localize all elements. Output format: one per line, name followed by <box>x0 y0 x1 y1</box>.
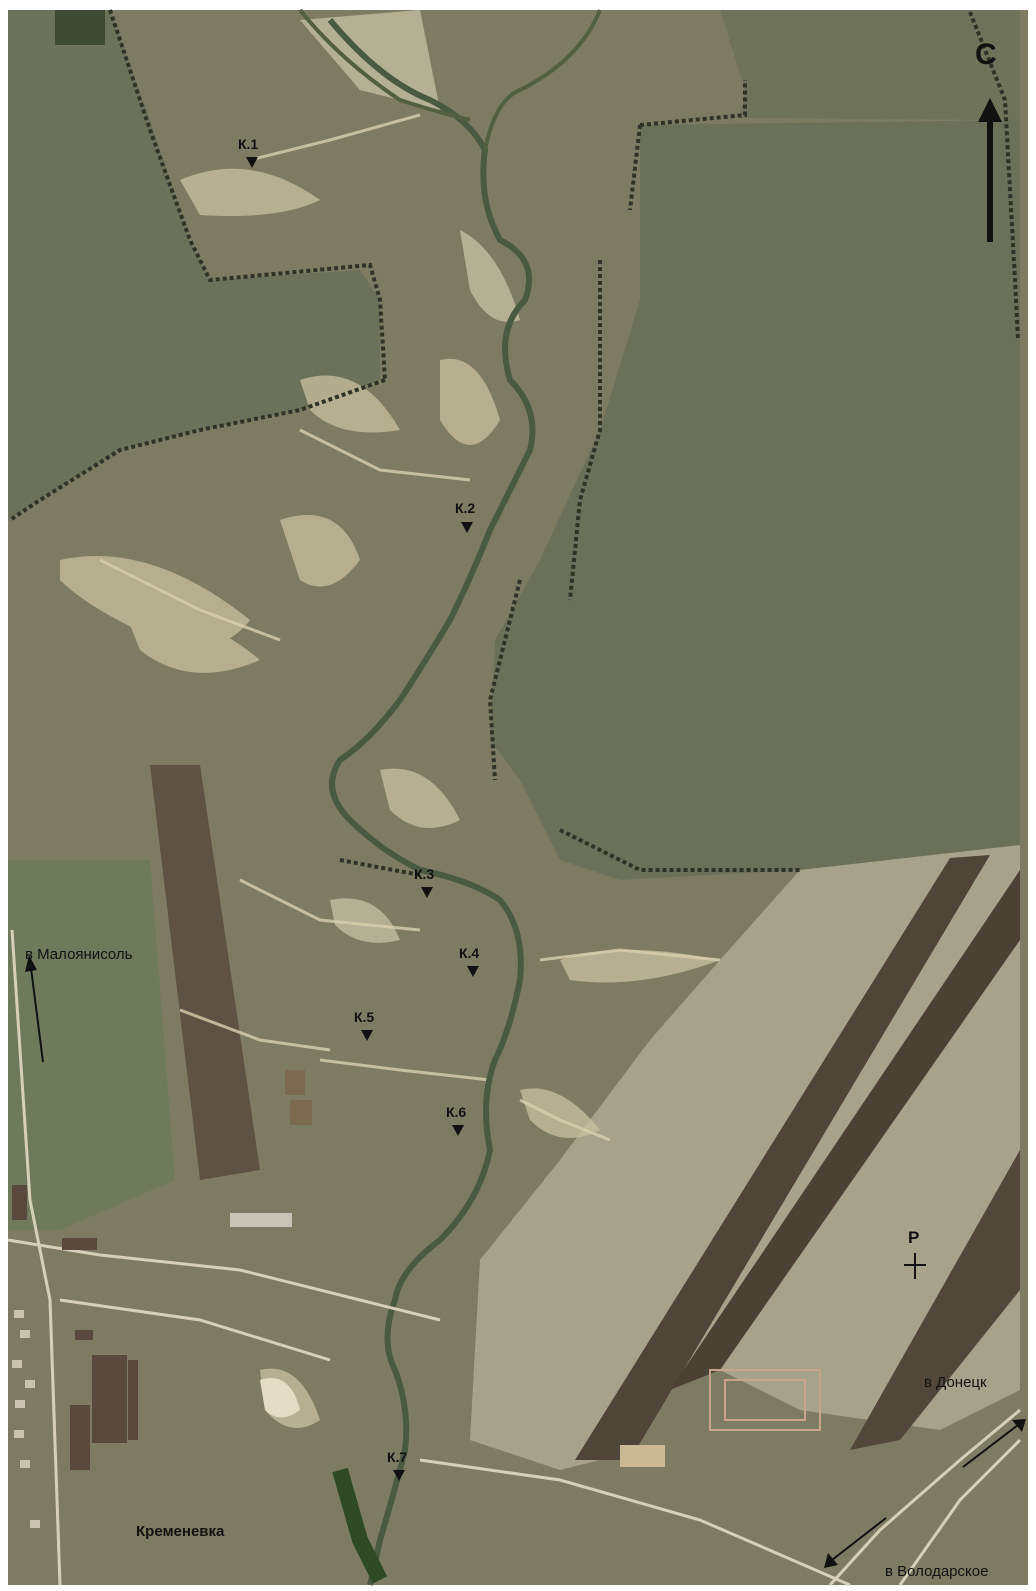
marker-triangle-icon <box>246 157 258 168</box>
farm-complex <box>709 1369 821 1431</box>
tree-belts <box>8 9 1020 877</box>
point-label-k4: К.4 <box>459 945 480 961</box>
marker-triangle-icon <box>467 966 479 977</box>
point-p-label: Р <box>908 1228 920 1247</box>
direction-arrow-icon <box>25 955 44 1063</box>
marker-triangle-icon <box>361 1030 373 1041</box>
stream <box>327 18 536 1586</box>
yard <box>620 1445 665 1467</box>
buildings <box>12 1070 312 1470</box>
roads <box>7 929 1022 1587</box>
village-label: Кременевка <box>136 1523 225 1540</box>
point-label-k2: К.2 <box>455 500 476 516</box>
marker-triangle-icon <box>421 887 433 898</box>
excavation <box>260 1378 300 1418</box>
plowed-strip-3 <box>850 1150 1020 1450</box>
north-arrow-icon <box>978 98 1002 242</box>
cross-icon <box>904 1253 926 1279</box>
direction-arrow-icon <box>824 1517 887 1568</box>
point-label-k5: К.5 <box>354 1009 375 1025</box>
village-houses <box>12 1310 40 1528</box>
field-east <box>490 120 1020 880</box>
stream-branch <box>298 8 471 122</box>
point-label-k3: К.3 <box>414 866 435 882</box>
stream-branch-north <box>483 9 602 151</box>
point-label-k6: К.6 <box>446 1104 467 1120</box>
direction-label-donetsk: в Донецк <box>924 1374 987 1391</box>
marker-triangle-icon <box>393 1470 405 1481</box>
direction-arrow-icon <box>962 1419 1026 1468</box>
field-west <box>8 860 175 1230</box>
field-darkgreen <box>55 10 105 45</box>
plowed-strip-2 <box>670 870 1020 1390</box>
plowed-strip-west <box>150 765 260 1180</box>
tree-cluster-south <box>332 1467 388 1584</box>
marker-triangle-icon <box>452 1125 464 1136</box>
field-northeast <box>720 10 1020 120</box>
field-northwest <box>8 10 380 520</box>
direction-label-malojanisol: в Малоянисоль <box>25 946 133 963</box>
direction-label-volodarskoe: в Володарское <box>885 1563 989 1580</box>
point-label-k7: К.7 <box>387 1449 408 1465</box>
point-markers <box>246 157 479 1481</box>
north-label: С <box>975 38 997 71</box>
point-label-k1: К.1 <box>238 136 259 152</box>
gullies <box>99 113 721 1142</box>
marker-triangle-icon <box>461 522 473 533</box>
plowed-strip-1 <box>575 855 990 1460</box>
